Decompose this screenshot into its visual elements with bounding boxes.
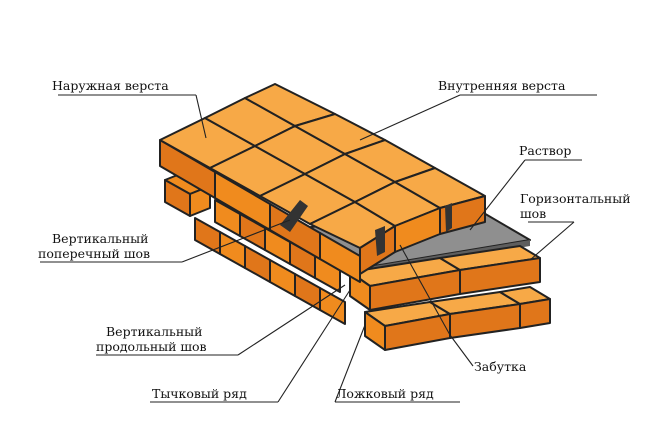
label-rubble-fill: Забутка <box>474 359 527 374</box>
label-vertical-cross-joint-line1: Вертикальный <box>52 231 148 246</box>
label-horizontal-joint-line2: шов <box>520 206 546 221</box>
leader-lines <box>40 94 597 403</box>
label-vertical-long-joint-line1: Вертикальный <box>106 324 202 339</box>
label-vertical-long-joint-line2: продольный шов <box>96 339 207 354</box>
label-mortar: Раствор <box>519 143 571 158</box>
label-outer-wythe: Наружная верста <box>52 78 169 93</box>
label-horizontal-joint-line1: Горизонтальный <box>520 191 631 206</box>
lower-stretcher-bricks <box>349 245 551 351</box>
label-stretcher-course: Ложковый ряд <box>336 386 434 401</box>
label-inner-wythe: Внутренняя верста <box>438 78 566 93</box>
upper-bricks <box>159 83 486 283</box>
label-vertical-cross-joint-line2: поперечный шов <box>38 246 150 261</box>
label-header-course: Тычковый ряд <box>152 386 247 401</box>
